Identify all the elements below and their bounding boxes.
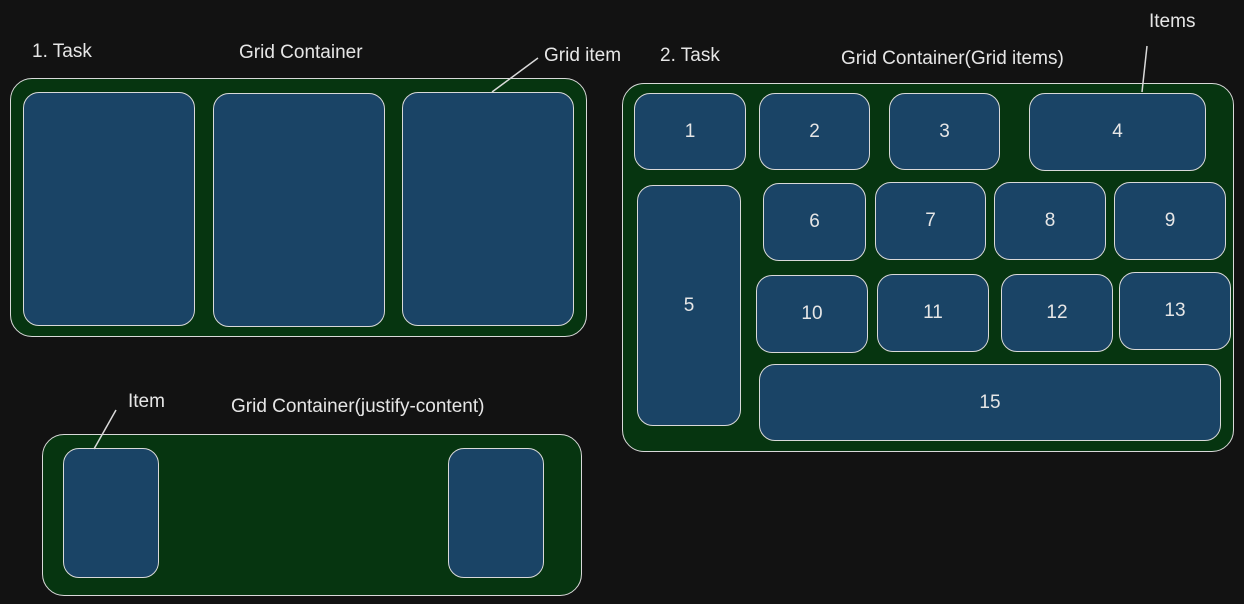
task1-grid-item-1 [23, 92, 195, 326]
task2-item-11: 11 [877, 274, 989, 352]
task1-label: 1. Task [32, 41, 92, 62]
task2-item-3: 3 [889, 93, 1000, 170]
task2-container-label: Grid Container(Grid items) [841, 48, 1064, 69]
task1-container-label: Grid Container [239, 42, 363, 63]
task2-label: 2. Task [660, 45, 720, 66]
task2-item-6: 6 [763, 183, 866, 261]
task2-items-label: Items [1149, 11, 1196, 32]
justify-item-label: Item [128, 391, 165, 412]
justify-grid-item-1 [63, 448, 159, 578]
task2-item-2: 2 [759, 93, 870, 170]
task2-item-7: 7 [875, 182, 986, 260]
task2-item-5: 5 [637, 185, 741, 426]
task2-item-10: 10 [756, 275, 868, 353]
task2-item-9: 9 [1114, 182, 1226, 260]
task2-item-1: 1 [634, 93, 746, 170]
justify-container-label: Grid Container(justify-content) [231, 396, 485, 417]
task2-item-8: 8 [994, 182, 1106, 260]
task2-item-12: 12 [1001, 274, 1113, 352]
task1-grid-item-2 [213, 93, 385, 327]
task1-grid-item-label: Grid item [544, 45, 622, 66]
task2-item-13: 13 [1119, 272, 1231, 350]
justify-grid-item-2 [448, 448, 544, 578]
task1-grid-item-3 [402, 92, 574, 326]
task2-item-15: 15 [759, 364, 1221, 441]
task2-item-4: 4 [1029, 93, 1206, 171]
